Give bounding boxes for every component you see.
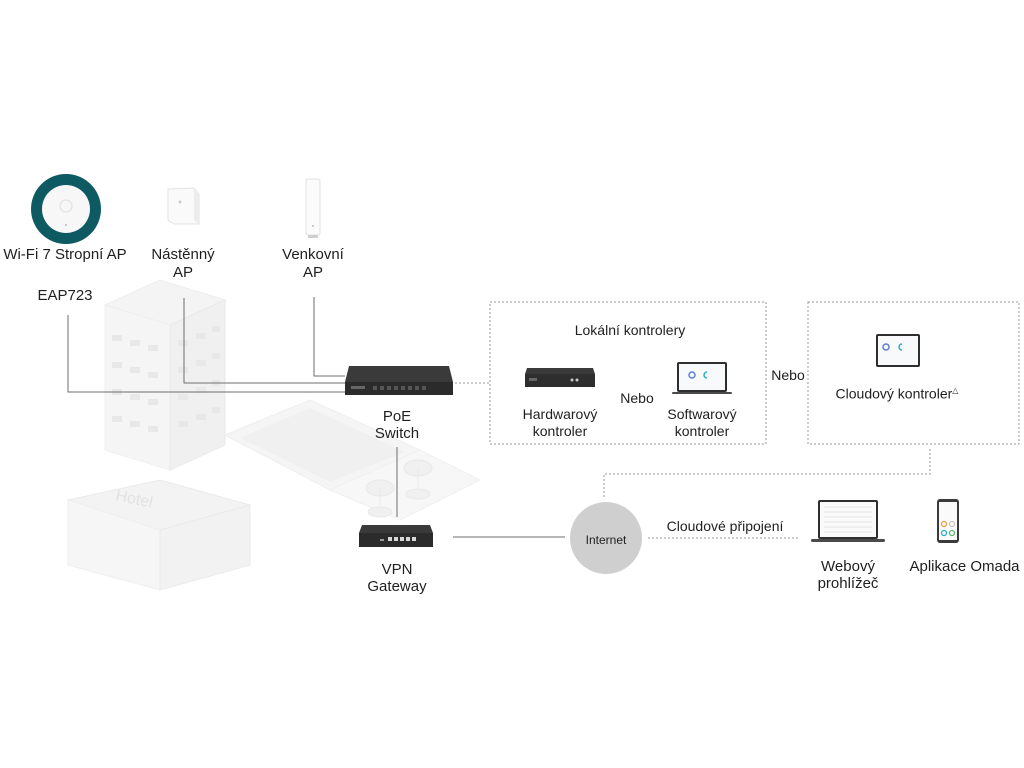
outdoor-ap-device: [303, 178, 323, 240]
cloud-controller-label: Cloudový kontroler△: [822, 382, 972, 403]
wall-ap-label-line1: Nástěnný: [151, 246, 215, 263]
internet-label: Internet: [585, 533, 627, 547]
hardware-controller-icon: [525, 368, 595, 387]
pool-illustration: [223, 399, 482, 521]
hardware-controller-device: [524, 367, 596, 389]
web-browser-label-line1: Webový: [821, 558, 875, 575]
poe-switch-label-line1: PoE: [382, 408, 412, 425]
wall-ap-label-line2: AP: [172, 264, 193, 281]
groups-or-label: Nebo: [771, 367, 805, 383]
line-outdoor-ap-to-switch: [313, 297, 345, 377]
software-controller-device: [670, 361, 734, 397]
ceiling-ap-model: EAP723: [37, 287, 93, 304]
phone-app-icon: [937, 499, 959, 543]
cloud-controller-footnote-mark: △: [952, 386, 959, 395]
laptop-icon: [672, 362, 732, 394]
line-ceiling-ap-to-switch: [67, 315, 345, 393]
poe-switch-icon: [345, 366, 453, 395]
poe-switch-label-line2: Switch: [374, 425, 420, 442]
outdoor-ap-icon: [305, 178, 321, 238]
line-wall-ap-to-switch: [183, 298, 345, 384]
cloud-controller-box: [807, 301, 1020, 445]
web-browser-device: [810, 499, 886, 545]
wall-ap-icon: [167, 187, 200, 225]
vpn-gateway-device: [358, 523, 434, 549]
poe-switch-device: [343, 364, 455, 398]
cloud-connection-label: Cloudové připojení: [666, 518, 784, 534]
software-controller-label-line1: Softwarový: [667, 406, 737, 422]
software-controller-label-line2: kontroler: [674, 423, 730, 439]
vpn-gateway-label-line2: Gateway: [367, 578, 427, 595]
tablet-dashboard-icon: [876, 334, 920, 367]
local-or-label: Nebo: [620, 390, 654, 406]
umbrella-illustrations: [365, 459, 433, 518]
cloud-controller-label-text: Cloudový kontroler: [835, 385, 953, 402]
wall-ap-device: [166, 186, 202, 226]
web-browser-label-line2: prohlížeč: [817, 575, 879, 592]
outdoor-ap-label-line2: AP: [302, 264, 323, 281]
dotted-internet-to-cloud: [603, 447, 931, 497]
vpn-gateway-icon: [359, 525, 433, 547]
hardware-controller-label-line1: Hardwarový: [522, 406, 598, 422]
vpn-gateway-label-line1: VPN: [381, 561, 413, 578]
wired-connections: [67, 297, 565, 538]
internet-circle: [570, 502, 642, 574]
cloud-controller-device: [875, 333, 921, 369]
ceiling-ap-device: [30, 173, 102, 245]
hotel-building-illustration: Hotel: [66, 279, 252, 591]
local-controllers-title: Lokální kontrolery: [574, 322, 686, 338]
hardware-controller-label-line2: kontroler: [532, 423, 588, 439]
local-controllers-box: [489, 301, 767, 445]
laptop-browser-icon: [811, 500, 885, 542]
ceiling-ap-label: Wi-Fi 7 Stropní AP: [3, 246, 127, 263]
ceiling-ap-icon: [31, 174, 101, 244]
outdoor-ap-label-line1: Venkovní: [282, 246, 344, 263]
management-connections: [455, 301, 1020, 539]
omada-app-device: [936, 498, 960, 544]
omada-app-label: Aplikace Omada: [909, 558, 1020, 575]
